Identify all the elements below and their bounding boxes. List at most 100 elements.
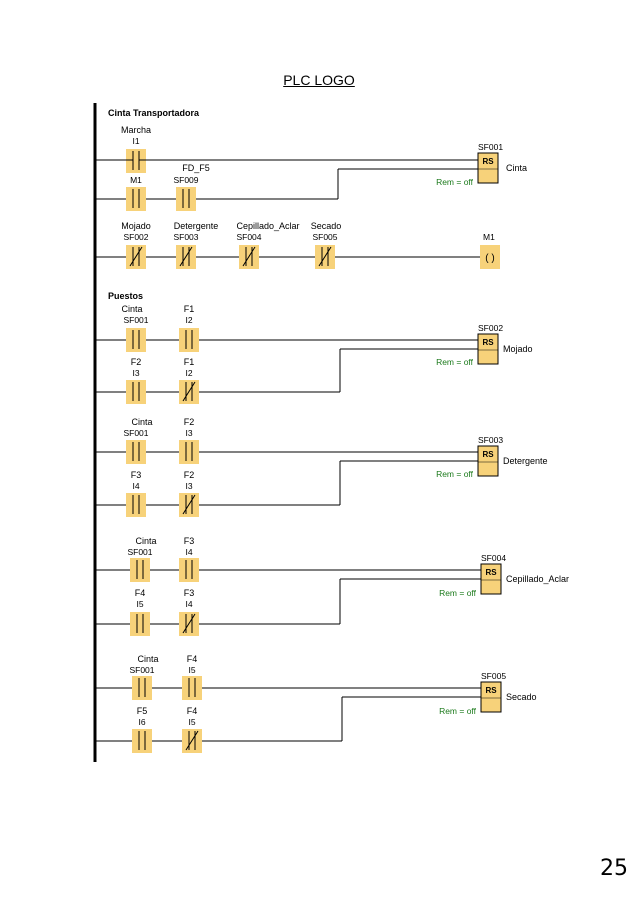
contact-addr: I3 xyxy=(132,368,139,378)
block-addr: SF001 xyxy=(478,142,503,152)
contact-addr: M1 xyxy=(130,175,142,185)
block-name: Cinta xyxy=(506,163,527,173)
puesto3-set-contact-cinta: Cinta SF001 xyxy=(127,536,157,582)
contact-name: Detergente xyxy=(174,221,219,231)
contact-name: FD_F5 xyxy=(182,163,210,173)
puesto2-set-contact-f2: F2 I3 xyxy=(179,417,199,464)
block-name: Secado xyxy=(506,692,537,702)
puesto4-reset-contact-f5: F5 I6 xyxy=(132,706,152,753)
contact-name: F3 xyxy=(184,588,195,598)
contact-addr: I5 xyxy=(188,665,195,675)
contact-addr: I5 xyxy=(188,717,195,727)
block-addr: SF002 xyxy=(478,323,503,333)
rs-block-sf003: RS SF003 Detergente Rem = off xyxy=(436,435,547,479)
contact-mojado-nc: Mojado SF002 xyxy=(121,221,151,269)
coil-symbol: ( ) xyxy=(485,253,494,264)
contact-addr: I3 xyxy=(185,428,192,438)
contact-addr: SF002 xyxy=(123,232,148,242)
section-label-cinta: Cinta Transportadora xyxy=(108,108,200,118)
contact-name: F2 xyxy=(184,470,195,480)
puesto1-reset-contact-f1-nc: F1 I2 xyxy=(179,357,199,404)
block-label: RS xyxy=(485,568,497,577)
page-title: PLC LOGO xyxy=(283,72,355,88)
puesto4-set-contact-f4: F4 I5 xyxy=(182,654,202,700)
contact-addr: I4 xyxy=(132,481,139,491)
rs-block-sf004: RS SF004 Cepillado_Aclar Rem = off xyxy=(439,553,569,598)
coil-m1: ( ) M1 xyxy=(480,232,500,269)
contact-cepillado-nc: Cepillado_Aclar SF004 xyxy=(236,221,300,269)
contact-name: Secado xyxy=(311,221,342,231)
contact-name: F2 xyxy=(131,357,142,367)
puesto1-set-contact-f1: F1 I2 xyxy=(179,304,199,352)
contact-name: Cinta xyxy=(137,654,158,664)
contact-addr: I4 xyxy=(185,547,192,557)
contact-name: Cinta xyxy=(135,536,156,546)
puesto3-reset-contact-f3-nc: F3 I4 xyxy=(179,588,199,636)
puesto2-reset-contact-f2-nc: F2 I3 xyxy=(179,470,199,517)
puesto2-reset-contact-f3: F3 I4 xyxy=(126,470,146,517)
block-rem: Rem = off xyxy=(436,469,474,479)
contact-addr: I2 xyxy=(185,368,192,378)
block-name: Cepillado_Aclar xyxy=(506,574,569,584)
contact-addr: SF001 xyxy=(127,547,152,557)
contact-addr: SF009 xyxy=(173,175,198,185)
contact-addr: SF005 xyxy=(312,232,337,242)
page-number: 25 xyxy=(600,856,628,881)
contact-name: F4 xyxy=(187,654,198,664)
contact-name: Mojado xyxy=(121,221,151,231)
contact-addr: I4 xyxy=(185,599,192,609)
contact-name: Marcha xyxy=(121,125,151,135)
contact-detergente-nc: Detergente SF003 xyxy=(173,221,218,269)
contact-name: F3 xyxy=(184,536,195,546)
rs-block-sf005: RS SF005 Secado Rem = off xyxy=(439,671,536,716)
block-rem: Rem = off xyxy=(439,588,477,598)
contact-addr: I5 xyxy=(136,599,143,609)
block-name: Mojado xyxy=(503,344,533,354)
contact-secado-nc: Secado SF005 xyxy=(311,221,342,269)
block-rem: Rem = off xyxy=(439,706,477,716)
puesto1-reset-contact-f2: F2 I3 xyxy=(126,357,146,404)
contact-name: F3 xyxy=(131,470,142,480)
contact-name: Cepillado_Aclar xyxy=(236,221,299,231)
contact-name: F5 xyxy=(137,706,148,716)
coil-addr: M1 xyxy=(483,232,495,242)
section-label-puestos: Puestos xyxy=(108,291,143,301)
contact-addr: I2 xyxy=(185,315,192,325)
block-label: RS xyxy=(482,450,494,459)
block-label: RS xyxy=(482,157,494,166)
contact-addr: I3 xyxy=(185,481,192,491)
contact-addr: I6 xyxy=(138,717,145,727)
contact-name: F4 xyxy=(135,588,146,598)
block-name: Detergente xyxy=(503,456,548,466)
contact-fd-f5: FD_F5 SF009 xyxy=(173,163,210,211)
contact-addr: I1 xyxy=(132,136,139,146)
contact-name: F1 xyxy=(184,357,195,367)
contact-addr: SF001 xyxy=(129,665,154,675)
block-rem: Rem = off xyxy=(436,177,474,187)
puesto4-set-contact-cinta: Cinta SF001 xyxy=(129,654,159,700)
contact-addr: SF003 xyxy=(173,232,198,242)
rs-block-sf001: RS SF001 Cinta Rem = off xyxy=(436,142,527,187)
contact-name: Cinta xyxy=(131,417,152,427)
contact-addr: SF001 xyxy=(123,428,148,438)
block-rem: Rem = off xyxy=(436,357,474,367)
puesto2-set-contact-cinta: Cinta SF001 xyxy=(123,417,153,464)
puesto1-set-contact-cinta: Cinta SF001 xyxy=(121,304,149,352)
contact-addr: SF004 xyxy=(236,232,261,242)
block-addr: SF004 xyxy=(481,553,506,563)
contact-addr: SF001 xyxy=(123,315,148,325)
block-label: RS xyxy=(485,686,497,695)
block-addr: SF005 xyxy=(481,671,506,681)
puesto3-set-contact-f3: F3 I4 xyxy=(179,536,199,582)
block-label: RS xyxy=(482,338,494,347)
contact-name: Cinta xyxy=(121,304,142,314)
block-addr: SF003 xyxy=(478,435,503,445)
puesto4-reset-contact-f4-nc: F4 I5 xyxy=(182,706,202,753)
puesto3-reset-contact-f4: F4 I5 xyxy=(130,588,150,636)
rs-block-sf002: RS SF002 Mojado Rem = off xyxy=(436,323,532,367)
contact-name: F1 xyxy=(184,304,195,314)
contact-marcha: Marcha I1 xyxy=(121,125,151,173)
contact-m1: M1 xyxy=(126,175,146,211)
contact-name: F2 xyxy=(184,417,195,427)
